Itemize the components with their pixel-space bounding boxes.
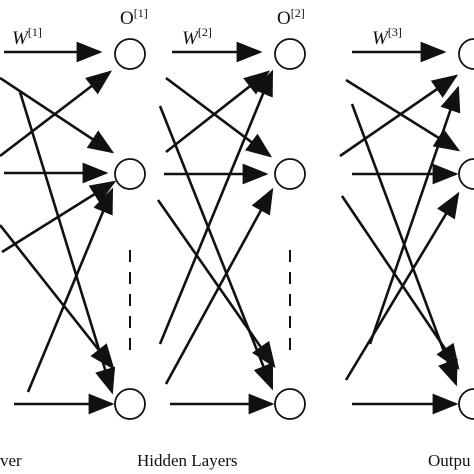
edge	[164, 187, 274, 385]
node-output-top	[458, 38, 474, 70]
edge	[344, 191, 460, 381]
output-label-1: O[1]	[120, 6, 148, 29]
edge	[158, 105, 274, 391]
edges-layer-1	[0, 70, 117, 415]
output-label-2: O[2]	[277, 6, 305, 29]
edge	[165, 76, 273, 158]
node-layer-1-top	[114, 38, 146, 70]
edge	[165, 70, 271, 154]
weight-label-3: W[3]	[372, 25, 402, 49]
edge	[0, 224, 115, 371]
node-layer-1-middle	[114, 158, 146, 190]
node-layer-2-middle	[274, 158, 306, 190]
node-layer-2-top	[274, 38, 306, 70]
edge	[339, 74, 459, 158]
edge	[0, 76, 115, 154]
edge	[368, 85, 461, 345]
node-output-middle	[458, 158, 474, 190]
output-layer-label: Outpu	[428, 451, 471, 470]
edge	[158, 69, 274, 345]
edges-layer-3	[339, 74, 461, 415]
edges-layer-2	[156, 69, 276, 415]
edge	[26, 187, 114, 393]
node-layer-2-bottom	[274, 388, 306, 420]
input-layer-label: ver	[0, 451, 22, 470]
edge	[0, 70, 113, 158]
hidden-layers-label: Hidden Layers	[137, 451, 238, 470]
node-output-bottom	[458, 388, 474, 420]
weight-label-2: W[2]	[182, 25, 212, 49]
edge	[156, 199, 276, 369]
weight-label-1: W[1]	[12, 25, 42, 49]
node-layer-1-bottom	[114, 388, 146, 420]
edge	[18, 91, 116, 395]
